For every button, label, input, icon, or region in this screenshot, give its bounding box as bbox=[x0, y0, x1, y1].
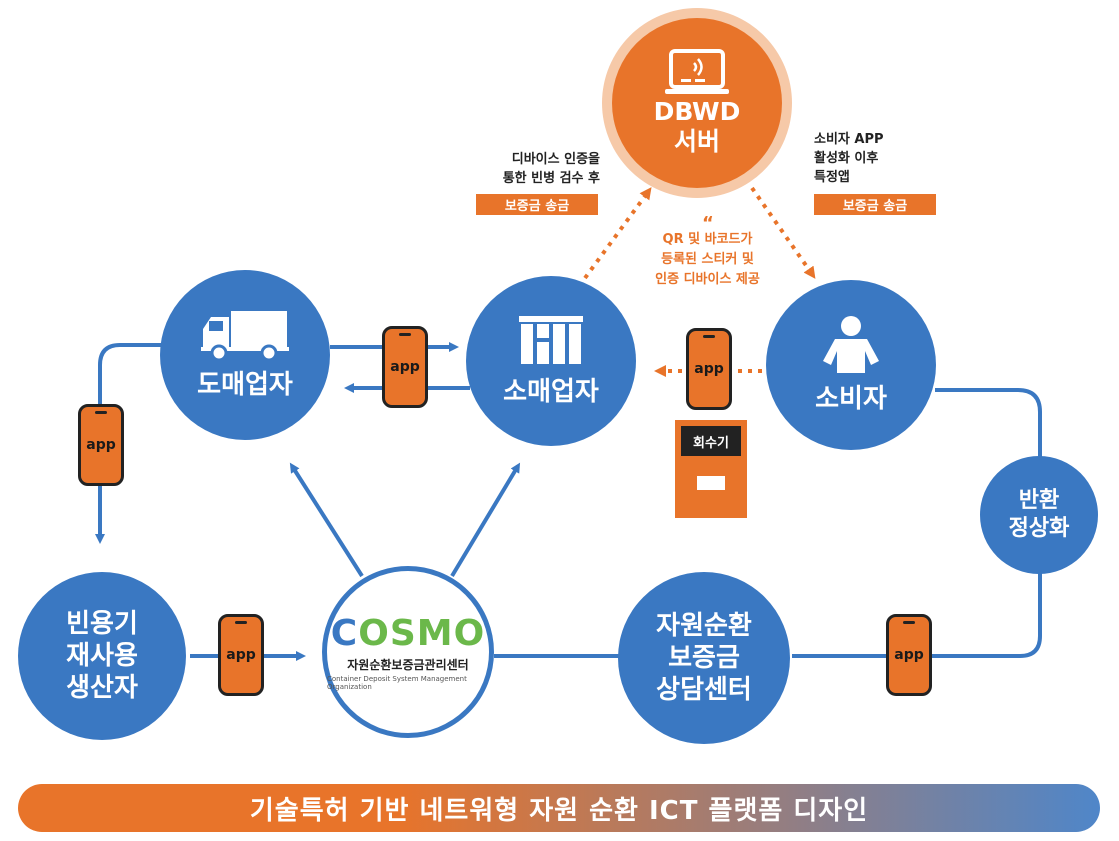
wholesaler-node: 도매업자 bbox=[160, 270, 330, 440]
counseling-center-node: 자원순환 보증금 상담센터 bbox=[618, 572, 790, 744]
app-phone-icon: app bbox=[78, 404, 124, 486]
arrow-cosmo-to-wholesaler bbox=[289, 462, 364, 578]
left-note-text: 디바이스 인증을 통한 빈병 검수 후 bbox=[502, 152, 600, 186]
cosmo-logo: COSMO bbox=[330, 612, 486, 654]
qr-note-text: QR 및 바코드가 등록된 스티커 및 인증 디바이스 제공 bbox=[655, 232, 760, 287]
arrow-cosmo-to-retailer bbox=[450, 462, 521, 578]
line-center-to-normalize bbox=[792, 572, 1042, 658]
right-note-text: 소비자 APP 활성화 이후 특정앱 bbox=[814, 132, 884, 185]
cosmo-subtitle: 자원순환보증금관리센터 bbox=[347, 657, 469, 672]
cosmo-english: Container Deposit System Management Orga… bbox=[327, 674, 467, 691]
consumer-node: 소비자 bbox=[766, 280, 936, 450]
truck-icon bbox=[201, 311, 289, 361]
app-phone-icon: app bbox=[886, 614, 932, 696]
person-icon bbox=[823, 316, 879, 373]
arrow-server-to-consumer bbox=[750, 186, 816, 279]
app-phone-icon: app bbox=[686, 328, 732, 410]
producer-node: 빈용기 재사용 생산자 bbox=[18, 572, 186, 740]
collector-slot bbox=[697, 476, 725, 490]
retailer-label: 소매업자 bbox=[503, 377, 599, 407]
wholesaler-label: 도매업자 bbox=[197, 370, 293, 400]
qr-quote-mark: “ bbox=[702, 213, 714, 234]
building-icon bbox=[519, 316, 583, 364]
collector-label: 회수기 bbox=[681, 426, 741, 456]
producer-label: 빈용기 재사용 생산자 bbox=[66, 609, 138, 703]
normalize-label: 반환 정상화 bbox=[1008, 488, 1070, 541]
retailer-node: 소매업자 bbox=[466, 276, 636, 446]
left-note-tag: 보증금 송금 bbox=[476, 194, 598, 215]
line-consumer-to-normalize bbox=[935, 388, 1042, 460]
cosmo-node: COSMO 자원순환보증금관리센터 Container Deposit Syst… bbox=[322, 566, 494, 738]
consumer-label: 소비자 bbox=[815, 384, 887, 414]
laptop-wifi-icon bbox=[665, 49, 729, 94]
arrow-retailer-to-server bbox=[583, 187, 652, 280]
app-label: app bbox=[894, 647, 924, 663]
center-label: 자원순환 보증금 상담센터 bbox=[656, 611, 752, 705]
right-note-tag: 보증금 송금 bbox=[814, 194, 936, 215]
collector-machine: 회수기 bbox=[675, 420, 747, 518]
app-label: app bbox=[694, 361, 724, 377]
app-phone-icon: app bbox=[218, 614, 264, 696]
app-label: app bbox=[390, 359, 420, 375]
server-label: DBWD 서버 bbox=[653, 97, 741, 156]
arrow-wholesaler-to-producer bbox=[95, 343, 170, 544]
title-banner: 기술특허 기반 네트워형 자원 순환 ICT 플랫폼 디자인 bbox=[18, 784, 1100, 832]
dbwd-server-node: DBWD 서버 bbox=[612, 18, 782, 188]
normalize-node: 반환 정상화 bbox=[980, 456, 1098, 574]
cosmo-logo-osmo: OSMO bbox=[358, 612, 486, 654]
app-label: app bbox=[86, 437, 116, 453]
app-label: app bbox=[226, 647, 256, 663]
app-phone-icon: app bbox=[382, 326, 428, 408]
cosmo-logo-c: C bbox=[330, 612, 359, 654]
